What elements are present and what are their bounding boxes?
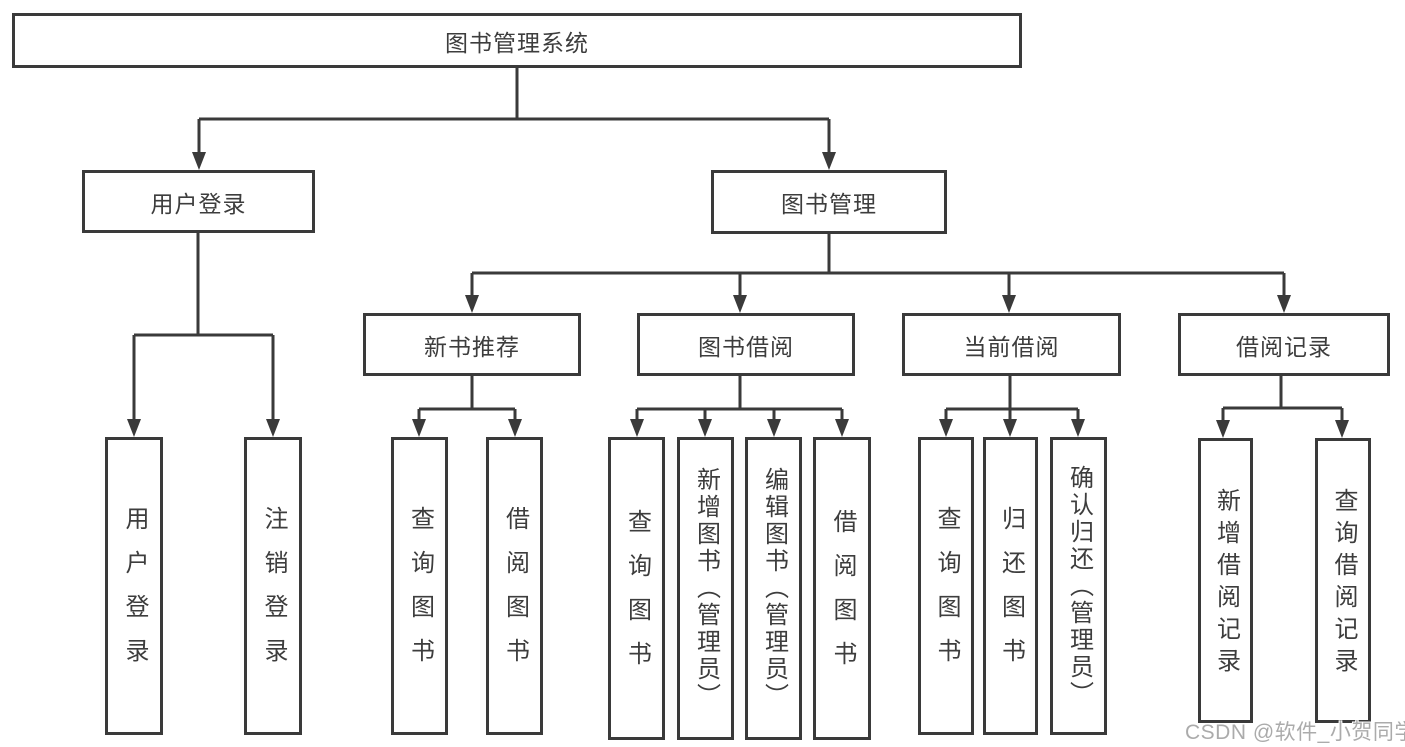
leaf-label: 编辑图书（管理员） bbox=[760, 467, 788, 710]
node-user-login: 用户登录 bbox=[82, 170, 315, 233]
node-borrowing-records: 借阅记录 bbox=[1178, 313, 1390, 376]
leaf-label: 查询图书 bbox=[623, 508, 651, 685]
node-label: 新书推荐 bbox=[424, 333, 520, 360]
leaf-label: 新增图书（管理员） bbox=[692, 467, 720, 710]
leaf-label: 新增借阅记录 bbox=[1212, 487, 1240, 680]
leaf-query-books-borrowing: 查询图书 bbox=[608, 437, 665, 740]
leaf-borrow-books-recommend: 借阅图书 bbox=[486, 437, 543, 735]
leaf-label: 查询借阅记录 bbox=[1330, 487, 1357, 680]
leaf-label: 确认归还（管理员） bbox=[1065, 464, 1093, 708]
node-label: 用户登录 bbox=[150, 190, 247, 217]
node-new-book-recommendation: 新书推荐 bbox=[363, 313, 581, 376]
leaf-add-books-admin: 新增图书（管理员） bbox=[677, 437, 734, 740]
leaf-return-books: 归还图书 bbox=[983, 437, 1038, 735]
csdn-watermark: CSDN @软件_小贺同学 bbox=[1185, 721, 1405, 744]
leaf-label: 归还图书 bbox=[997, 506, 1025, 682]
node-current-borrowing: 当前借阅 bbox=[902, 313, 1121, 376]
leaf-label: 用户登录 bbox=[121, 506, 148, 682]
node-library-management-system: 图书管理系统 bbox=[12, 13, 1022, 68]
node-label: 图书借阅 bbox=[698, 333, 794, 360]
leaf-query-books-current: 查询图书 bbox=[918, 437, 974, 735]
node-label: 当前借阅 bbox=[963, 333, 1060, 360]
leaf-edit-books-admin: 编辑图书（管理员） bbox=[745, 437, 802, 740]
leaf-borrow-books-borrowing: 借阅图书 bbox=[813, 437, 871, 740]
leaf-label: 借阅图书 bbox=[501, 506, 529, 682]
leaf-user-login: 用户登录 bbox=[105, 437, 163, 735]
leaf-query-borrow-record: 查询借阅记录 bbox=[1315, 438, 1371, 723]
node-label: 借阅记录 bbox=[1236, 333, 1332, 360]
node-book-management: 图书管理 bbox=[711, 170, 947, 234]
leaf-label: 借阅图书 bbox=[829, 508, 856, 685]
node-label: 图书管理 bbox=[781, 191, 877, 217]
leaf-add-borrow-record: 新增借阅记录 bbox=[1198, 438, 1253, 723]
leaf-label: 注销登录 bbox=[260, 506, 287, 682]
connector-arrowheads bbox=[127, 152, 1349, 438]
node-label: 图书管理系统 bbox=[445, 29, 589, 56]
node-book-borrowing: 图书借阅 bbox=[637, 313, 855, 376]
leaf-label: 查询图书 bbox=[933, 506, 960, 682]
leaf-logout: 注销登录 bbox=[244, 437, 302, 735]
leaf-query-books-recommend: 查询图书 bbox=[391, 437, 448, 735]
leaf-label: 查询图书 bbox=[406, 506, 434, 682]
leaf-confirm-return-admin: 确认归还（管理员） bbox=[1050, 437, 1107, 735]
connector-lines bbox=[132, 68, 1344, 424]
